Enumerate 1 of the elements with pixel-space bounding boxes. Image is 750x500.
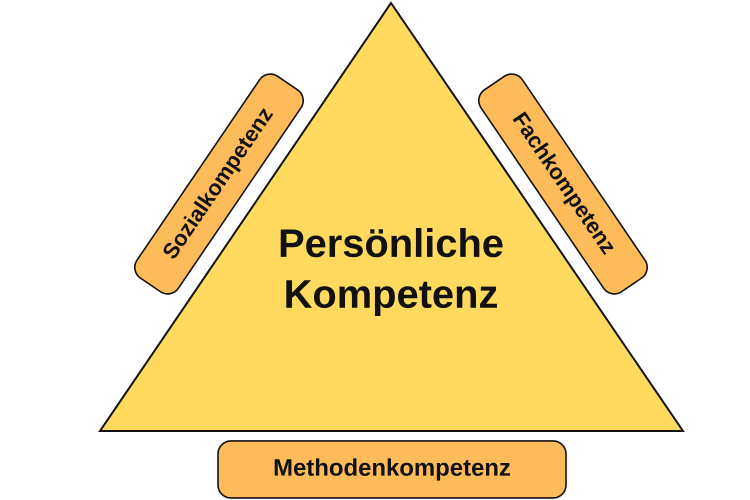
rounded-box: Methodenkompetenz xyxy=(217,440,567,499)
